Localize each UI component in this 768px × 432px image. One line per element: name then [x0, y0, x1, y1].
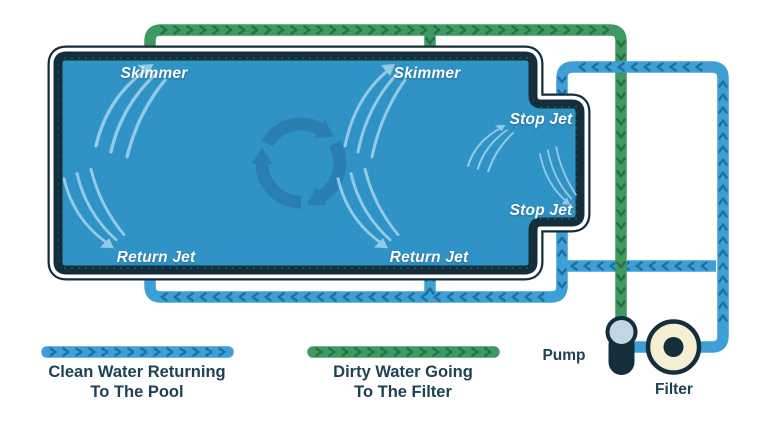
legend-dirty-line-2: To The Filter: [354, 382, 452, 401]
legend-dirty-water-caption: Dirty Water Going To The Filter: [333, 363, 473, 402]
pump-label: Pump: [542, 347, 586, 364]
pool: [47, 45, 591, 281]
filter-label: Filter: [655, 381, 693, 398]
label-skimmer-1: Skimmer: [120, 65, 188, 82]
label-stop-jet-2: Stop Jet: [509, 202, 573, 219]
pump: [605, 316, 638, 375]
legend-clean-line-1: Clean Water Returning: [48, 363, 226, 381]
legend-dirty-line-1: Dirty Water Going: [333, 363, 473, 381]
label-return-jet-1: Return Jet: [116, 249, 196, 266]
label-return-jet-2: Return Jet: [389, 249, 469, 266]
label-stop-jet-1: Stop Jet: [509, 111, 573, 128]
filter: [645, 319, 702, 375]
label-skimmer-2: Skimmer: [393, 65, 461, 82]
clean-water-pipe-upper: [556, 61, 729, 353]
legend-clean-line-2: To The Pool: [90, 382, 184, 401]
legend-clean-water-caption: Clean Water Returning To The Pool: [48, 363, 225, 402]
